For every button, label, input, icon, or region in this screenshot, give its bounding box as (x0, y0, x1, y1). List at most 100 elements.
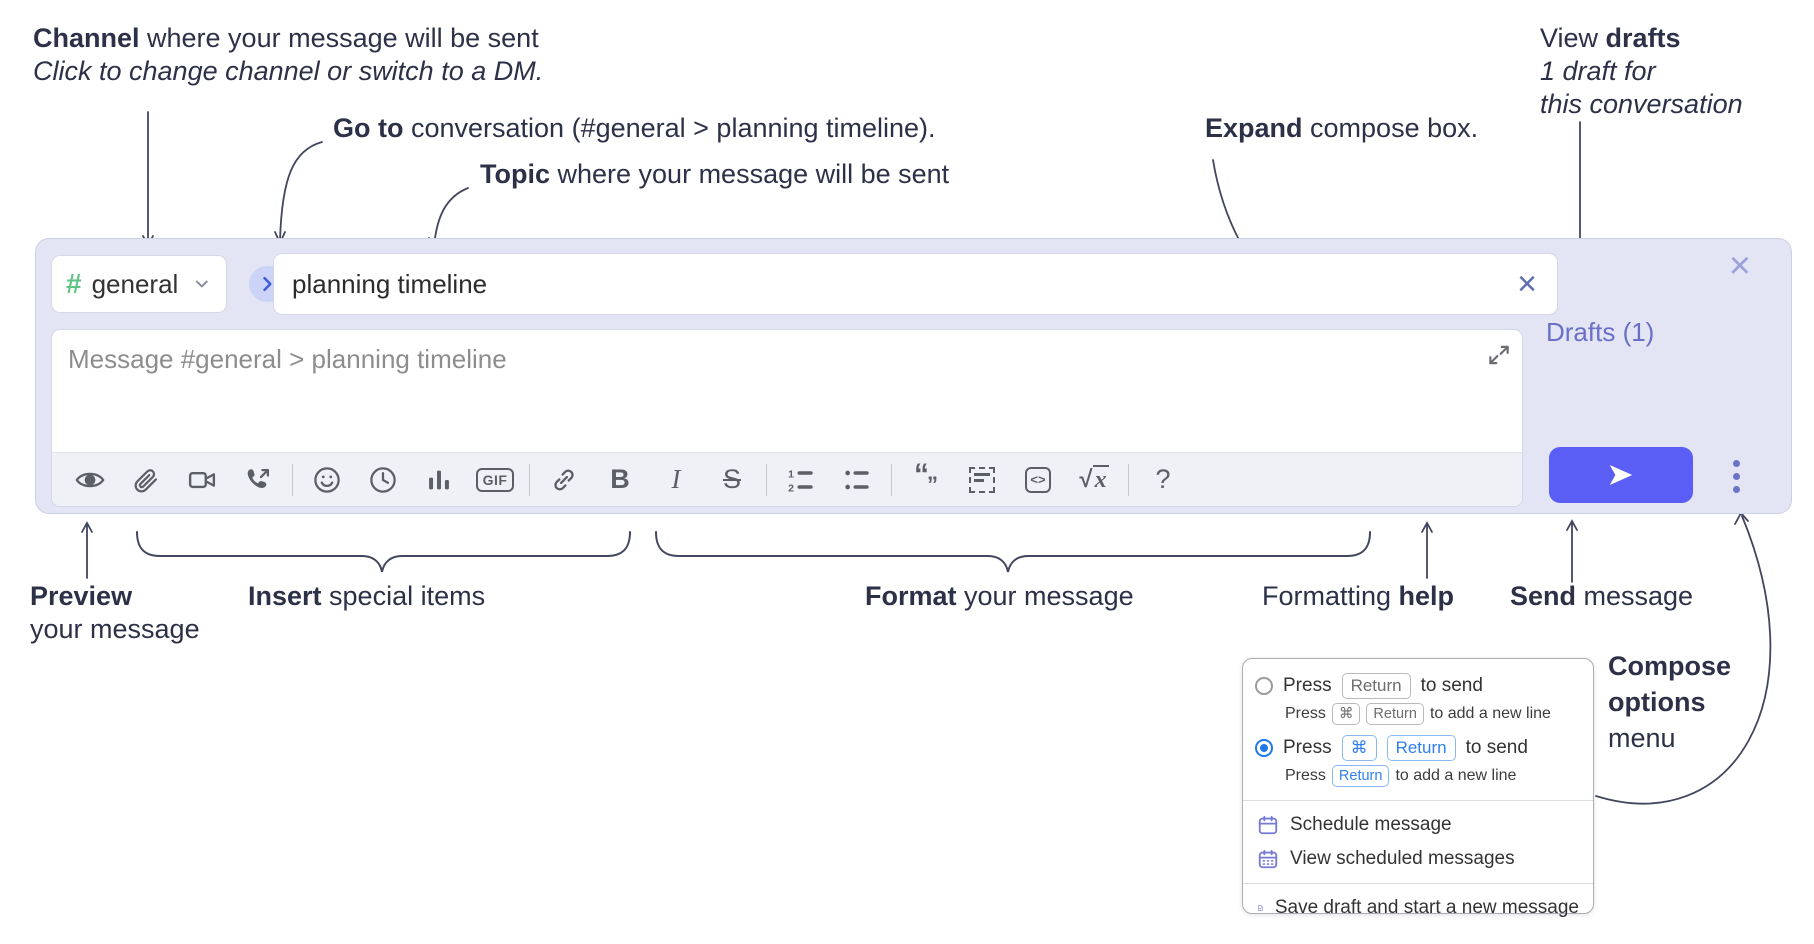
spoiler-icon (969, 466, 995, 493)
formatting-help-button[interactable]: ? (1135, 458, 1191, 502)
return-key-chip: Return (1341, 673, 1411, 699)
send-option-return[interactable]: Press Return to send (1243, 669, 1593, 703)
save-draft-item[interactable]: Save draft and start a new message (1243, 891, 1593, 925)
italic-icon: I (671, 464, 681, 494)
strikethrough-button[interactable]: S (704, 458, 760, 502)
poll-button[interactable] (411, 458, 467, 502)
calendar-grid-icon (1258, 849, 1278, 869)
voice-call-button[interactable] (230, 458, 286, 502)
chevron-down-icon (196, 280, 209, 288)
toolbar-divider (1128, 463, 1129, 496)
return-key-chip: Return (1331, 765, 1390, 787)
eye-icon (75, 472, 105, 487)
close-compose-icon[interactable]: × (1728, 245, 1751, 287)
cmd-key-chip: ⌘ (1341, 735, 1377, 761)
question-mark-icon: ? (1155, 464, 1171, 494)
video-camera-icon (188, 471, 216, 488)
insert-annotation: Insert special items (248, 581, 486, 611)
message-area[interactable]: Message #general > planning timeline (51, 329, 1523, 507)
send-annotation: Send message (1510, 581, 1694, 611)
compose-box: # general × × Message #general > plannin… (35, 238, 1792, 514)
compose-toolbar: GIF B I S (52, 452, 1522, 506)
clock-icon (370, 466, 396, 493)
preview-annotation: Preview your message (30, 581, 200, 644)
kebab-dot (1732, 459, 1740, 467)
quote-button[interactable]: “” (898, 458, 954, 502)
clear-topic-icon[interactable]: × (1517, 265, 1537, 303)
math-icon: √x (1079, 464, 1109, 493)
popup-divider (1243, 883, 1593, 884)
preview-button[interactable] (62, 458, 118, 502)
expand-compose-icon[interactable] (1486, 342, 1512, 373)
send-icon (1609, 465, 1633, 485)
bold-icon: B (610, 464, 630, 494)
draft-document-icon (1258, 905, 1263, 911)
gif-button[interactable]: GIF (467, 458, 523, 502)
popup-divider (1243, 800, 1593, 801)
video-call-button[interactable] (174, 458, 230, 502)
topic-input[interactable] (290, 267, 1514, 301)
drafts-link[interactable]: Drafts (1) (1546, 317, 1655, 347)
strikethrough-icon: S (722, 464, 741, 494)
channel-annotation-bold: Channel (33, 23, 140, 53)
italic-button[interactable]: I (648, 458, 704, 502)
numbered-list-button[interactable]: 1 2 (773, 458, 829, 502)
send-option-cmd-return-sub: Press Return to add a new line (1285, 765, 1593, 793)
channel-annotation-rest: where your message will be sent (139, 23, 539, 53)
smiley-icon (314, 466, 340, 493)
bar-chart-icon (429, 470, 449, 489)
numbered-list-icon: 1 2 (788, 468, 813, 494)
view-scheduled-messages-item[interactable]: View scheduled messages (1243, 842, 1593, 876)
kebab-dot (1732, 472, 1740, 480)
return-key-chip: Return (1386, 735, 1456, 761)
radio-unselected-icon[interactable] (1255, 677, 1273, 695)
format-annotation: Format your message (865, 581, 1134, 611)
compose-options-popup: Press Return to send Press ⌘ Return to a… (1242, 658, 1594, 918)
goto-annotation: Go to conversation (#general > planning … (333, 113, 936, 143)
svg-text:2: 2 (788, 482, 794, 493)
chevron-right-icon (263, 276, 272, 292)
code-button[interactable]: <> (1010, 458, 1066, 502)
send-option-return-sub: Press ⌘ Return to add a new line (1285, 703, 1593, 731)
channel-annotation: Channel where your message will be sent … (33, 22, 543, 88)
toolbar-divider (766, 463, 767, 496)
schedule-message-item[interactable]: Schedule message (1243, 808, 1593, 842)
phone-call-icon (247, 468, 270, 488)
toolbar-divider (292, 463, 293, 496)
emoji-button[interactable] (299, 458, 355, 502)
attach-file-button[interactable] (118, 458, 174, 502)
quote-icon: “” (914, 457, 938, 497)
link-icon (554, 469, 574, 490)
send-option-cmd-return[interactable]: Press ⌘ Return to send (1243, 731, 1593, 765)
radio-selected-icon[interactable] (1255, 739, 1273, 757)
return-key-chip: Return (1366, 703, 1424, 725)
toolbar-divider (891, 463, 892, 496)
bulleted-list-icon (845, 470, 869, 489)
send-button[interactable] (1549, 447, 1693, 503)
topic-input-wrap: × (273, 253, 1558, 315)
topic-annotation: Topic where your message will be sent (480, 159, 950, 189)
kebab-dot (1732, 485, 1740, 493)
bold-button[interactable]: B (592, 458, 648, 502)
bulleted-list-button[interactable] (829, 458, 885, 502)
time-button[interactable] (355, 458, 411, 502)
channel-name: general (91, 268, 179, 299)
math-button[interactable]: √x (1066, 458, 1122, 502)
code-icon: <> (1025, 466, 1051, 493)
channel-hash-icon: # (66, 268, 82, 299)
gif-icon: GIF (475, 467, 515, 492)
compose-options-menu-button[interactable] (1716, 453, 1756, 499)
calendar-icon (1258, 815, 1278, 835)
svg-text:1: 1 (788, 468, 794, 480)
cmd-key-chip: ⌘ (1331, 703, 1361, 725)
toolbar-divider (529, 463, 530, 496)
link-button[interactable] (536, 458, 592, 502)
formatting-help-annotation: Formatting help (1262, 581, 1455, 611)
spoiler-button[interactable] (954, 458, 1010, 502)
message-placeholder: Message #general > planning timeline (68, 344, 507, 374)
compose-options-annotation: Compose options menu (1608, 651, 1732, 753)
expand-annotation: Expand compose box. (1205, 113, 1479, 143)
channel-selector[interactable]: # general (51, 255, 227, 313)
drafts-annotation: View drafts 1 draft for this conversatio… (1540, 23, 1743, 119)
